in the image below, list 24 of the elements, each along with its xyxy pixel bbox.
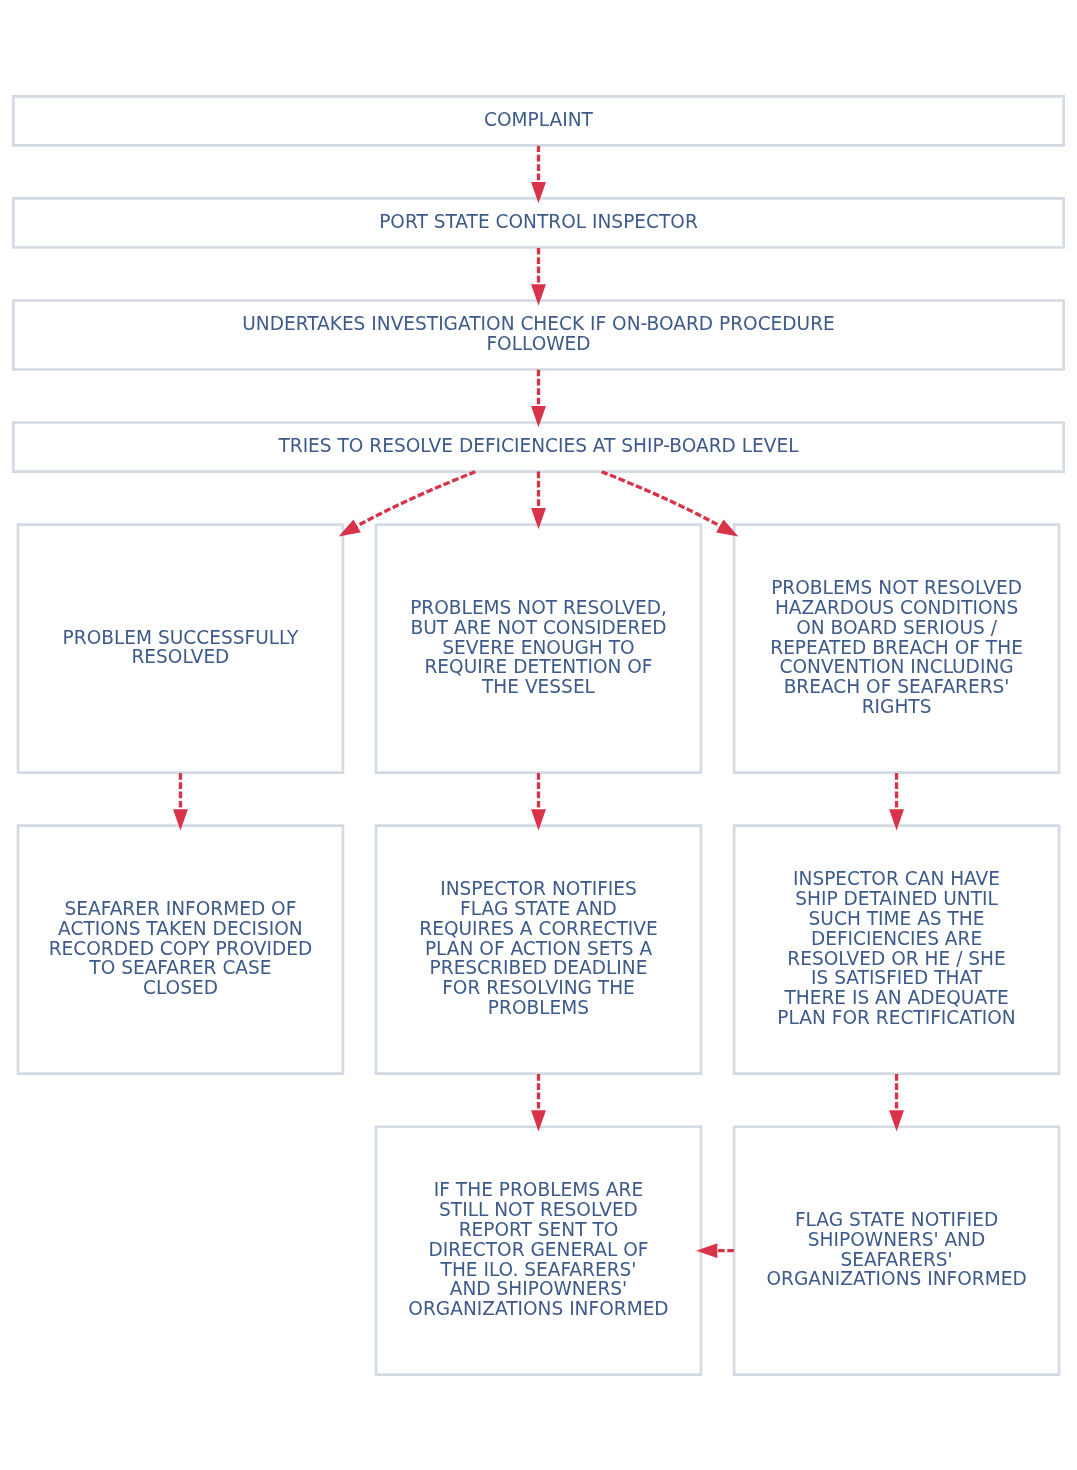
node-box: TRIES TO RESOLVE DEFICIENCIES AT SHIP-BOARD LEVEL — [12, 420, 1065, 473]
node-box: INSPECTOR NOTIFIES FLAG STATE AND REQUIRES A CORRECTIVE PLAN OF ACTION SETS A PRESCRIBED DEADLINE FOR RESOLVING THE PROBLEMS — [374, 823, 703, 1075]
arrow — [601, 469, 739, 536]
node-box: PROBLEMS NOT RESOLVED, BUT ARE NOT CONSIDERED SEVERE ENOUGH TO REQUIRE DETENTION OF THE VESSEL — [374, 522, 703, 774]
arrow — [531, 471, 546, 529]
arrow — [531, 145, 546, 203]
arrow — [889, 1073, 904, 1132]
node-box: PROBLEM SUCCESSFULLY RESOLVED — [16, 522, 345, 774]
arrow — [531, 772, 546, 831]
node-box: SEAFARER INFORMED OF ACTIONS TAKEN DECISION RECORDED COPY PROVIDED TO SEAFARER CASE CLOSED — [16, 823, 345, 1075]
arrow — [696, 1242, 734, 1258]
arrow — [531, 369, 546, 427]
node-box: PROBLEMS NOT RESOLVED HAZARDOUS CONDITIONS ON BOARD SERIOUS / REPEATED BREACH OF THE CONVENTION INCLUDING BREACH OF SEAFARERS' RIGHTS — [732, 522, 1061, 774]
arrow — [173, 772, 188, 831]
arrow — [889, 772, 904, 831]
node-box: INSPECTOR CAN HAVE SHIP DETAINED UNTIL SUCH TIME AS THE DEFICIENCIES ARE RESOLVED OR HE / SHE IS SATISFIED THAT THERE IS AN ADEQUATE PLAN FOR RECTIFICATION — [732, 823, 1061, 1075]
node-box: PORT STATE CONTROL INSPECTOR — [12, 196, 1065, 249]
node-box: IF THE PROBLEMS ARE STILL NOT RESOLVED REPORT SENT TO DIRECTOR GENERAL OF THE ILO. SEAFARERS' AND SHIPOWNERS' ORGANIZATIONS INFORMED — [374, 1124, 703, 1376]
arrow — [531, 247, 546, 305]
node-box: COMPLAINT — [12, 94, 1065, 147]
arrow — [531, 1073, 546, 1132]
node-box: FLAG STATE NOTIFIED SHIPOWNERS' AND SEAFARERS' ORGANIZATIONS INFORMED — [732, 1124, 1061, 1376]
arrow — [338, 469, 476, 536]
node-box: UNDERTAKES INVESTIGATION CHECK IF ON-BOARD PROCEDURE FOLLOWED — [12, 298, 1065, 371]
